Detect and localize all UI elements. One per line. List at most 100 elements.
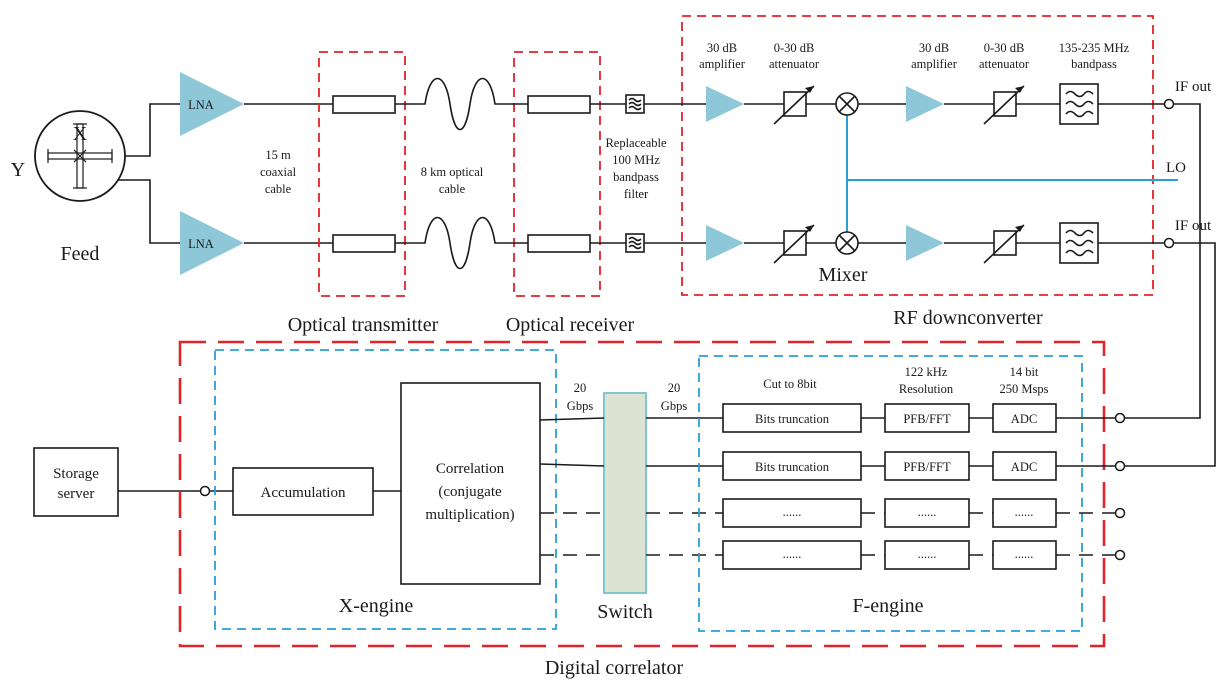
svg-text:filter: filter bbox=[624, 187, 649, 201]
svg-text:0-30 dB: 0-30 dB bbox=[774, 41, 815, 55]
if-out-port bbox=[1163, 98, 1175, 110]
svg-text:15 m: 15 m bbox=[265, 148, 291, 162]
optical-transmitter-label: Optical transmitter bbox=[288, 314, 439, 336]
rf-amp1-label: 30 dB amplifier bbox=[699, 41, 746, 71]
feed-x-label: X bbox=[73, 123, 88, 145]
optical-transmitter-block bbox=[332, 95, 396, 114]
correlation-label: multiplication) bbox=[425, 507, 514, 523]
pfb-fft-block bbox=[884, 451, 970, 481]
adc-input-port bbox=[1114, 412, 1126, 424]
f-engine-row: Bits truncation PFB/FFT ADC bbox=[722, 451, 1126, 481]
f-engine-group bbox=[698, 355, 1083, 632]
feed-y-label: Y bbox=[11, 159, 25, 181]
feed-wire-y bbox=[118, 179, 182, 244]
lna-label: LNA bbox=[188, 237, 214, 251]
bandpass-filter-icon bbox=[1059, 83, 1099, 125]
bandpass-filter-icon bbox=[625, 233, 645, 253]
placeholder-label: ...... bbox=[1015, 505, 1034, 519]
amplifier-triangle-icon bbox=[706, 86, 744, 122]
svg-text:8 km optical: 8 km optical bbox=[421, 165, 484, 179]
wire bbox=[539, 463, 605, 467]
svg-text:30 dB: 30 dB bbox=[919, 41, 949, 55]
placeholder-label: ...... bbox=[918, 547, 937, 561]
accumulation-label: Accumulation bbox=[261, 485, 346, 501]
optical-transmitter-group bbox=[318, 51, 406, 297]
placeholder-label: ...... bbox=[1015, 547, 1034, 561]
rf-amp2-label: 30 dB amplifier bbox=[911, 41, 958, 71]
digital-correlator-label: Digital correlator bbox=[545, 657, 684, 679]
lna-label: LNA bbox=[188, 98, 214, 112]
adc-label: ADC bbox=[1011, 412, 1037, 426]
accumulation-block bbox=[232, 467, 374, 516]
optical-cable-y bbox=[395, 216, 500, 269]
adc-input-port bbox=[1114, 507, 1126, 519]
feed-label: Feed bbox=[61, 243, 100, 265]
optical-receiver-label: Optical receiver bbox=[506, 314, 635, 336]
digital-correlator-group bbox=[178, 340, 1106, 648]
f-engine-label: F-engine bbox=[852, 595, 923, 617]
svg-text:cable: cable bbox=[439, 182, 466, 196]
resolution-label: 122 kHz bbox=[905, 365, 948, 379]
if-to-adc-cable bbox=[1125, 103, 1201, 419]
lna-x: LNA bbox=[180, 72, 244, 136]
x-engine-group bbox=[214, 349, 557, 630]
bandpass-filter-icon bbox=[625, 94, 645, 114]
lna-triangle-icon bbox=[180, 72, 244, 136]
data-rate-label: Gbps bbox=[661, 399, 688, 413]
bits-truncation-block bbox=[722, 451, 862, 481]
feed-wire-x bbox=[125, 103, 182, 157]
svg-text:Replaceable: Replaceable bbox=[605, 136, 667, 150]
rf-bandpass-label: 135-235 MHz bandpass bbox=[1059, 41, 1130, 71]
bits-truncation-label: Bits truncation bbox=[755, 412, 830, 426]
placeholder-label: ...... bbox=[783, 505, 802, 519]
resolution-label: Resolution bbox=[899, 382, 954, 396]
placeholder-label: ...... bbox=[918, 505, 937, 519]
svg-text:100 MHz: 100 MHz bbox=[612, 153, 660, 167]
storage-server-label: Storage bbox=[53, 466, 99, 482]
if-to-adc-cable bbox=[1125, 242, 1216, 467]
optical-transmitter-block bbox=[332, 234, 396, 253]
lna-triangle-icon bbox=[180, 211, 244, 275]
optical-receiver-block bbox=[527, 234, 591, 253]
if-out-port bbox=[1163, 237, 1175, 249]
attenuator-icon bbox=[773, 224, 815, 264]
bits-truncation-block bbox=[722, 403, 862, 433]
amplifier-triangle-icon bbox=[906, 225, 944, 261]
bits-truncation-label: Bits truncation bbox=[755, 460, 830, 474]
data-rate-label: Gbps bbox=[567, 399, 594, 413]
correlation-label: (conjugate bbox=[438, 484, 502, 500]
correlation-block bbox=[400, 382, 541, 585]
storage-port bbox=[199, 485, 211, 497]
rf-downconverter-label: RF downconverter bbox=[893, 307, 1043, 329]
amplifier-triangle-icon bbox=[906, 86, 944, 122]
adc-label: ADC bbox=[1011, 460, 1037, 474]
cut-label: Cut to 8bit bbox=[763, 377, 817, 391]
attenuator-icon bbox=[983, 224, 1025, 264]
svg-text:bandpass: bandpass bbox=[613, 170, 659, 184]
bandpass-filter-note: Replaceable 100 MHz bandpass filter bbox=[605, 136, 667, 201]
correlation-label: Correlation bbox=[436, 461, 505, 477]
svg-text:135-235 MHz: 135-235 MHz bbox=[1059, 41, 1130, 55]
data-rate-label: 20 bbox=[574, 381, 587, 395]
svg-text:amplifier: amplifier bbox=[911, 57, 958, 71]
f-engine-row: ...... ...... ...... bbox=[722, 498, 1126, 528]
adc-spec-label: 14 bit bbox=[1010, 365, 1039, 379]
adc-block bbox=[992, 403, 1057, 433]
if-out-label: IF out bbox=[1175, 218, 1212, 234]
dipole-cross-icon bbox=[47, 123, 113, 189]
mixer-icon bbox=[835, 92, 859, 116]
adc-spec-label: 250 Msps bbox=[1000, 382, 1049, 396]
pfb-fft-label: PFB/FFT bbox=[903, 412, 951, 426]
lna-y: LNA bbox=[180, 211, 244, 275]
storage-server-label: server bbox=[58, 486, 95, 502]
svg-text:amplifier: amplifier bbox=[699, 57, 746, 71]
switch-block bbox=[603, 392, 647, 594]
x-engine-label: X-engine bbox=[339, 595, 414, 617]
amplifier-triangle-icon bbox=[706, 225, 744, 261]
adc-block bbox=[992, 498, 1057, 528]
mixer-icon bbox=[835, 231, 859, 255]
rf-att2-label: 0-30 dB attenuator bbox=[979, 41, 1030, 71]
bits-truncation-block bbox=[722, 498, 862, 528]
svg-text:coaxial: coaxial bbox=[260, 165, 297, 179]
